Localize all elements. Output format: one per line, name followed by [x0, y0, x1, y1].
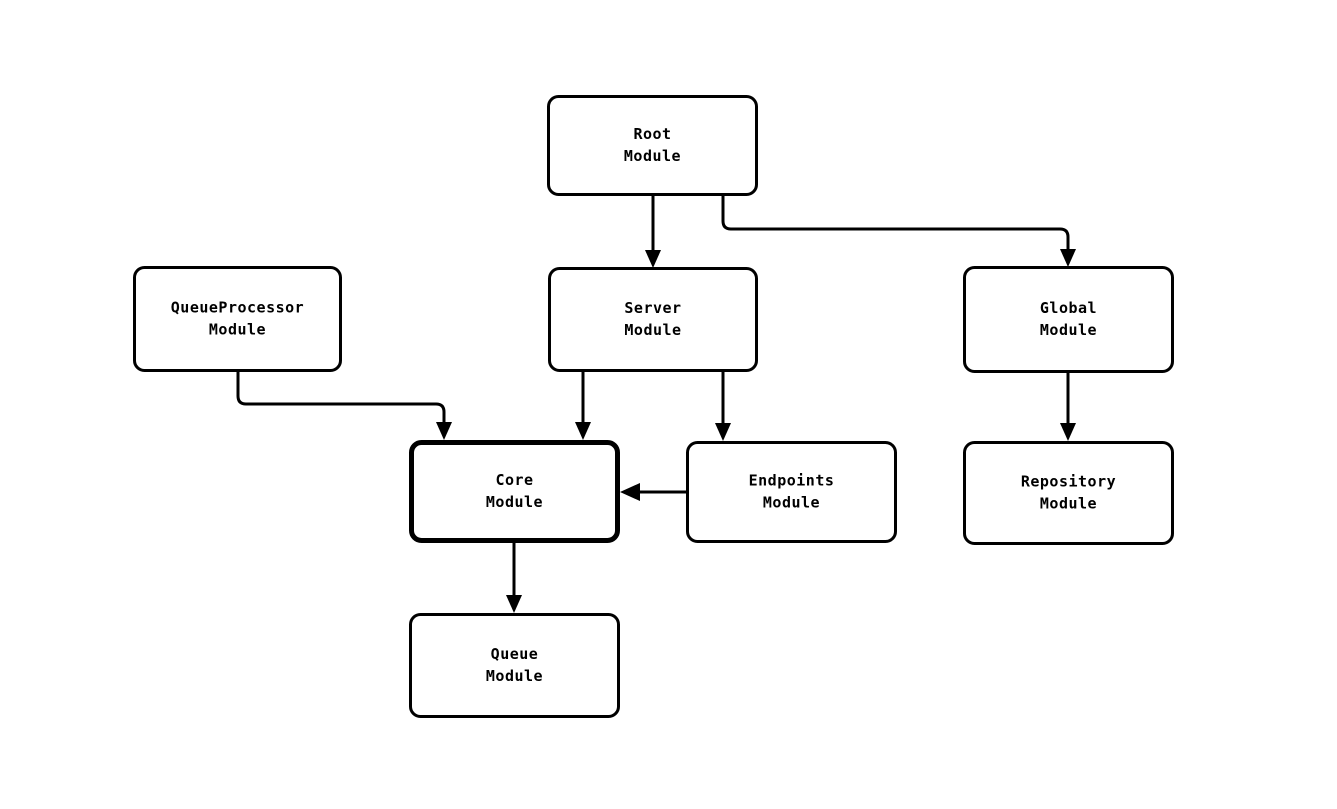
arrowhead-icon	[506, 595, 522, 613]
arrowhead-icon	[645, 250, 661, 268]
node-label-line2: Module	[624, 321, 681, 339]
node-box[interactable]	[409, 613, 620, 718]
node-label-line2: Module	[624, 147, 681, 165]
node-box[interactable]	[133, 266, 342, 372]
node-label-line1: Repository	[1021, 473, 1116, 491]
edge-global-to-repository	[1060, 373, 1076, 441]
node-label-line1: Global	[1040, 299, 1097, 317]
edge-endpoints-to-core	[620, 483, 686, 501]
node-box[interactable]	[548, 267, 758, 372]
edge-root-to-global	[721, 196, 1076, 267]
arrowhead-icon	[620, 483, 640, 501]
edge-server-to-endpoints	[715, 372, 731, 441]
edge-root-to-server	[645, 196, 661, 268]
nodes-layer: RootModuleQueueProcessorModuleServerModu…	[133, 95, 1174, 718]
node-label-line2: Module	[486, 667, 543, 685]
node-label-line2: Module	[763, 494, 820, 512]
node-box[interactable]	[963, 441, 1174, 545]
node-box[interactable]	[547, 95, 758, 196]
edge-core-to-queue	[506, 543, 522, 613]
node-box[interactable]	[686, 441, 897, 543]
arrowhead-icon	[1060, 249, 1076, 267]
node-box[interactable]	[409, 440, 620, 543]
edge-line	[236, 372, 446, 430]
node-label-line1: Endpoints	[749, 472, 835, 490]
node-label-line2: Module	[486, 493, 543, 511]
edge-line	[721, 196, 1070, 257]
node-box[interactable]	[963, 266, 1174, 373]
node-label-line2: Module	[209, 321, 266, 339]
node-label-line1: Root	[633, 125, 671, 143]
node-label-line1: Server	[624, 299, 681, 317]
arrowhead-icon	[1060, 423, 1076, 441]
node-label-line2: Module	[1040, 321, 1097, 339]
arrowhead-icon	[575, 422, 591, 440]
edge-queueprocessor-to-core	[236, 372, 452, 440]
arrowhead-icon	[436, 422, 452, 440]
node-label-line1: QueueProcessor	[171, 299, 304, 317]
edge-server-to-core	[575, 372, 591, 440]
node-label-line2: Module	[1040, 495, 1097, 513]
node-label-line1: Core	[495, 471, 533, 489]
arrowhead-icon	[715, 423, 731, 441]
edges-layer	[236, 196, 1076, 613]
node-label-line1: Queue	[491, 645, 539, 663]
